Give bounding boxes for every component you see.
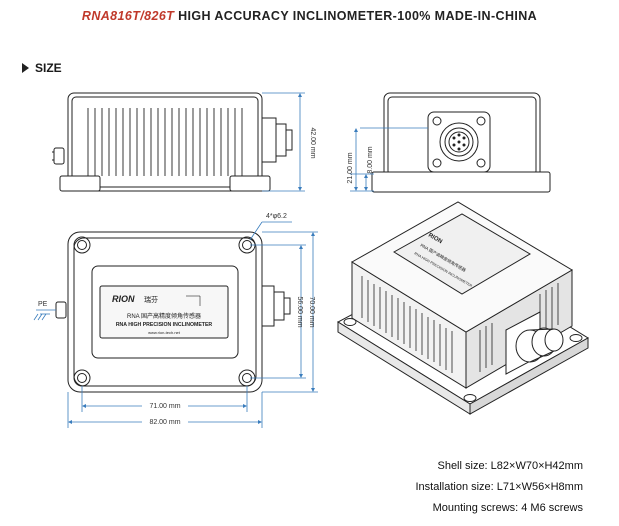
dim-holes: 4*φ6.2	[266, 213, 287, 220]
front-view	[371, 92, 551, 193]
dim-width-outer: 70.00 mm	[308, 296, 315, 327]
title-text: HIGH ACCURACY INCLINOMETER-100% MADE-IN-…	[178, 9, 538, 23]
spec-list: Shell size: L82×W70×H42mm Installation s…	[415, 456, 583, 519]
isometric-fins	[361, 276, 453, 373]
label-brand: RION	[112, 294, 135, 304]
dim-height-a: 21.00 mm	[347, 152, 354, 183]
section-heading: SIZE	[22, 61, 62, 75]
page-title: RNA816T/826T HIGH ACCURACY INCLINOMETER-…	[0, 9, 619, 23]
ground-icon	[33, 309, 56, 321]
spec-screws: Mounting screws: 4 M6 screws	[432, 502, 583, 514]
label-line1: RNA 国产高精度倾角传感器	[127, 312, 201, 320]
label-line2: RNA HIGH PRECISION INCLINOMETER	[116, 322, 213, 328]
side-view	[52, 92, 293, 192]
isometric-view	[336, 201, 589, 415]
dim-width-inner: 56.00 mm	[296, 296, 303, 327]
model-name: RNA816T/826T	[81, 9, 175, 23]
pe-label: PE	[38, 301, 48, 308]
dim-len-outer: 82.00 mm	[149, 419, 180, 426]
play-triangle-icon	[22, 63, 29, 73]
section-label: SIZE	[35, 61, 62, 75]
axis-mark-icon	[186, 295, 201, 306]
top-view	[55, 231, 291, 393]
dim-len-inner: 71.00 mm	[149, 403, 180, 410]
connector-icon	[505, 311, 564, 375]
dim-height-b: 8.00 mm	[367, 146, 374, 173]
dim-height-total: 42.00 mm	[309, 127, 316, 158]
label-cn-brand: 瑞芬	[144, 295, 158, 304]
spec-shell: Shell size: L82×W70×H42mm	[437, 460, 583, 472]
label-url: www.rion-tech.net	[148, 330, 181, 335]
spec-install: Installation size: L71×W56×H8mm	[415, 481, 583, 493]
